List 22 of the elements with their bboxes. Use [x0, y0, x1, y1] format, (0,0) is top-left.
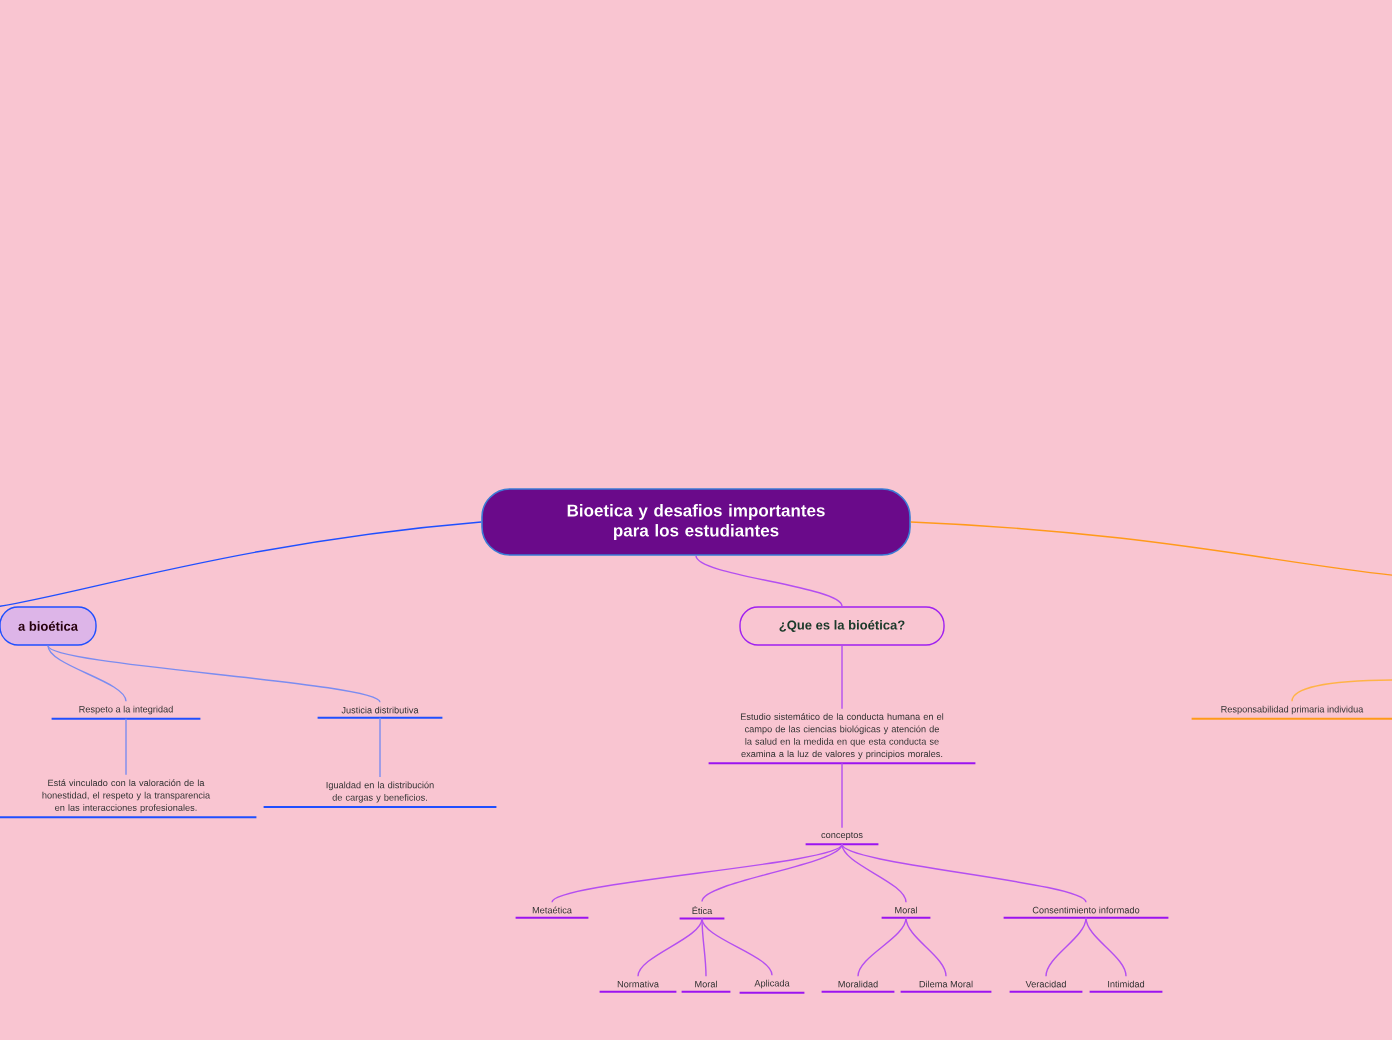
- connector: [910, 521, 1392, 577]
- connector: [841, 843, 907, 903]
- connector: [701, 843, 843, 903]
- connector: [0, 521, 482, 607]
- connector: [701, 917, 707, 977]
- connector: [1045, 917, 1087, 977]
- connector: [47, 645, 127, 702]
- connector: [47, 645, 381, 703]
- connector: [379, 717, 381, 778]
- topic-box: Bioetica y desafios importantes para los estudiantes: [481, 488, 911, 556]
- connector: [701, 917, 773, 976]
- connector: [125, 718, 127, 776]
- connector: [841, 843, 1087, 903]
- connector: [905, 917, 947, 977]
- connector: [857, 917, 907, 977]
- connector: [551, 843, 843, 903]
- connector: [637, 917, 703, 977]
- connector: [841, 645, 843, 710]
- connector: [1291, 679, 1392, 702]
- connector: [1085, 917, 1127, 977]
- connector: [695, 555, 843, 607]
- connector: [841, 762, 843, 829]
